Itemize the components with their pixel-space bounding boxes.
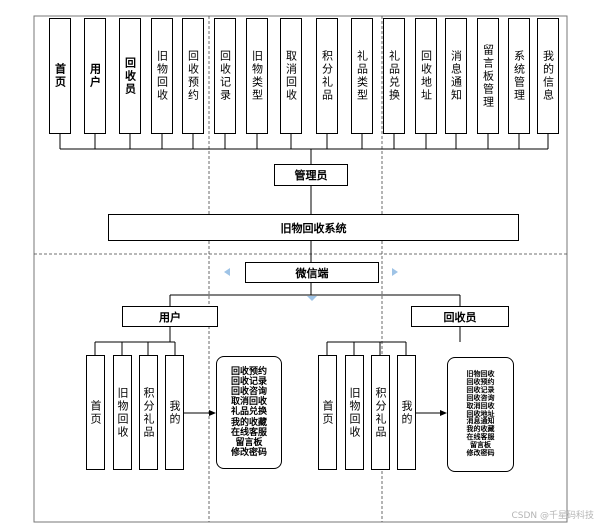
admin-node-label: 管理员 [294, 169, 328, 182]
admin-function-box: 首页 [49, 18, 71, 134]
recycler-mine-item: 回收地址 [466, 409, 495, 418]
user-mine-item: 修改密码 [230, 447, 267, 458]
admin-function-label: 回收员 [123, 56, 137, 96]
admin-function-box: 旧物回收 [151, 18, 173, 134]
user-function-box: 积分礼品 [139, 355, 158, 470]
admin-function-box: 积分礼品 [316, 18, 338, 134]
admin-function-box: 回收预约 [182, 18, 204, 134]
recycler-node: 回收员 [411, 306, 509, 327]
user-mine-item: 我的收藏 [230, 417, 267, 428]
recycler-mine-item: 回收记录 [466, 386, 495, 395]
wechat-node: 微信端 [245, 262, 379, 283]
admin-node: 管理员 [274, 164, 348, 186]
recycler-mine-item: 取消回收 [466, 401, 495, 410]
admin-function-box: 取消回收 [280, 18, 302, 134]
admin-function-label: 礼品类型 [355, 50, 369, 102]
admin-function-box: 旧物类型 [246, 18, 268, 134]
user-function-label: 首页 [89, 399, 102, 426]
user-mine-item: 取消回收 [230, 397, 267, 408]
user-mine-item: 礼品兑换 [230, 407, 267, 418]
user-function-label: 旧物回收 [116, 386, 129, 439]
recycler-function-box: 旧物回收 [345, 355, 364, 470]
admin-function-box: 系统管理 [508, 18, 530, 134]
recycler-mine-items-box: 旧物回收 回收预约 回收记录 回收咨询 取消回收 回收地址 消息通知 我的收藏 … [447, 357, 514, 472]
recycler-function-box: 我的 [397, 355, 416, 470]
user-node: 用户 [122, 306, 218, 327]
admin-function-box: 回收记录 [214, 18, 236, 134]
admin-function-box: 回收地址 [415, 18, 437, 134]
system-node: 旧物回收系统 [108, 214, 519, 241]
admin-function-label: 旧物类型 [250, 50, 264, 102]
user-function-box: 首页 [86, 355, 105, 470]
recycler-function-label: 积分礼品 [374, 386, 387, 439]
watermark: CSDN @千星码科技 [511, 511, 594, 521]
admin-function-box: 礼品类型 [351, 18, 373, 134]
admin-function-label: 用户 [88, 63, 102, 89]
wechat-node-label: 微信端 [295, 266, 329, 280]
user-mine-item: 回收咨询 [230, 387, 267, 398]
admin-function-box: 留言板管理 [477, 18, 499, 134]
admin-function-label: 回收记录 [218, 50, 232, 102]
admin-function-label: 取消回收 [284, 50, 298, 102]
admin-function-label: 回收地址 [419, 50, 433, 102]
admin-function-box: 我的信息 [537, 18, 559, 134]
admin-function-box: 回收员 [119, 18, 141, 134]
user-function-box: 旧物回收 [113, 355, 132, 470]
admin-function-box: 消息通知 [445, 18, 467, 134]
recycler-mine-item: 修改密码 [466, 448, 495, 457]
user-function-label: 我的 [168, 399, 181, 426]
user-function-label: 积分礼品 [142, 386, 155, 439]
recycler-function-label: 旧物回收 [348, 386, 361, 439]
user-function-box: 我的 [165, 355, 184, 470]
recycler-function-box: 积分礼品 [371, 355, 390, 470]
recycler-mine-item: 我的收藏 [466, 425, 495, 434]
recycler-node-label: 回收员 [443, 310, 477, 324]
admin-function-label: 旧物回收 [155, 50, 169, 102]
system-node-label: 旧物回收系统 [280, 221, 347, 235]
admin-function-box: 礼品兑换 [383, 18, 405, 134]
recycler-mine-item: 回收预约 [466, 378, 495, 387]
user-mine-item: 回收记录 [230, 377, 267, 388]
admin-function-label: 我的信息 [541, 50, 555, 102]
recycler-mine-item: 在线客服 [466, 433, 495, 442]
recycler-mine-item: 留言板 [470, 440, 491, 449]
recycler-function-box: 首页 [318, 355, 337, 470]
user-mine-items-box: 回收预约 回收记录 回收咨询 取消回收 礼品兑换 我的收藏 在线客服 留言板 修… [216, 356, 282, 469]
admin-function-box: 用户 [84, 18, 106, 134]
admin-function-label: 留言板管理 [481, 43, 495, 109]
admin-function-label: 系统管理 [512, 50, 526, 102]
user-mine-item: 回收预约 [230, 367, 267, 378]
admin-function-label: 首页 [53, 63, 67, 89]
recycler-mine-item: 消息通知 [466, 417, 495, 426]
recycler-mine-item: 回收咨询 [466, 393, 495, 402]
admin-function-label: 礼品兑换 [387, 50, 401, 102]
admin-function-label: 回收预约 [186, 50, 200, 102]
user-mine-item: 在线客服 [230, 427, 267, 438]
admin-function-label: 积分礼品 [320, 50, 334, 102]
user-node-label: 用户 [159, 310, 181, 324]
recycler-function-label: 我的 [400, 399, 413, 426]
recycler-mine-item: 旧物回收 [466, 370, 495, 379]
user-mine-item: 留言板 [235, 437, 263, 448]
admin-function-label: 消息通知 [449, 50, 463, 102]
recycler-function-label: 首页 [321, 399, 334, 426]
